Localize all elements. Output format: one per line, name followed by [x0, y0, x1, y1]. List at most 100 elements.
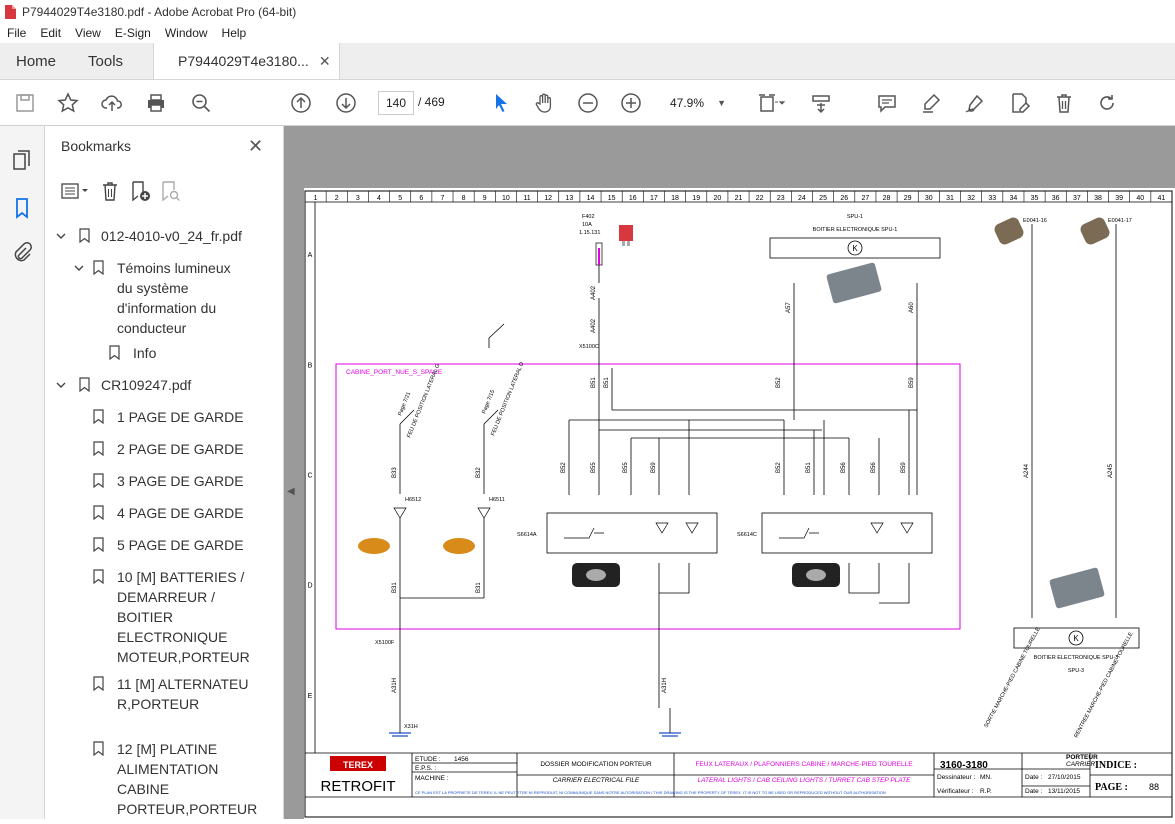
column-number: 12 — [544, 195, 552, 202]
next-page-icon[interactable] — [333, 90, 359, 116]
delete-bookmark-icon[interactable] — [99, 180, 121, 202]
column-number: 18 — [671, 195, 679, 202]
find-bookmark-icon[interactable] — [159, 180, 181, 202]
column-number: 10 — [502, 195, 510, 202]
chevron-down-icon: ▼ — [717, 98, 726, 108]
wire-label: A402 — [591, 318, 597, 333]
tab-bar: Home Tools P7944029T4e3180... ✕ — [0, 43, 1175, 80]
bookmark-options-icon[interactable] — [59, 180, 91, 202]
close-panel-icon[interactable]: ✕ — [248, 136, 264, 156]
column-number: 1 — [314, 195, 318, 202]
tab-document-label: P7944029T4e3180... — [178, 53, 309, 69]
sign-icon[interactable] — [962, 90, 988, 116]
bookmark-flag-icon — [93, 537, 104, 552]
spu3-module-box — [1013, 627, 1140, 649]
bookmarks-panel-icon[interactable] — [10, 196, 34, 220]
zoom-level-select[interactable]: 47.9% ▼ — [662, 91, 732, 115]
column-number: 16 — [629, 195, 637, 202]
column-number: 6 — [419, 195, 423, 202]
new-bookmark-icon[interactable] — [129, 180, 151, 202]
pdf-file-icon — [5, 4, 16, 19]
star-bookmark-icon[interactable] — [55, 90, 81, 116]
menu-help[interactable]: Help — [221, 26, 247, 40]
column-number: 9 — [483, 195, 487, 202]
wire-label: B52 — [776, 462, 782, 473]
menu-view[interactable]: View — [75, 26, 101, 40]
save-icon[interactable] — [12, 90, 38, 116]
close-tab-icon[interactable]: ✕ — [318, 52, 331, 69]
bookmark-label: Témoins lumineux du système d'informatio… — [117, 260, 231, 336]
bookmark-flag-icon — [93, 741, 104, 756]
wire-label: B33 — [392, 467, 398, 478]
column-number: 7 — [440, 195, 444, 202]
switch-block-s6614c — [761, 512, 933, 554]
lamp-h6512-label: H6512 — [405, 497, 421, 503]
lamp-right-title: FEU DE POSITION LATERAL D — [490, 361, 525, 436]
column-number: 15 — [608, 195, 616, 202]
page-thumbnails-icon[interactable] — [10, 148, 34, 172]
column-number: 33 — [988, 195, 996, 202]
previous-page-icon[interactable] — [288, 90, 314, 116]
menu-edit[interactable]: Edit — [40, 26, 62, 40]
wire-label: A245 — [1108, 463, 1114, 478]
select-cursor-icon[interactable] — [488, 90, 514, 116]
tab-home[interactable]: Home — [16, 52, 57, 70]
chevron-down-icon[interactable] — [73, 262, 85, 274]
switch-s6614c-label: S6614C — [737, 532, 757, 538]
scroll-mode-icon[interactable] — [808, 90, 834, 116]
menu-file[interactable]: File — [7, 26, 27, 40]
fuse-ref: 1.15.131 — [579, 230, 600, 236]
page-fit-icon[interactable] — [755, 90, 781, 116]
chevron-down-icon[interactable] — [55, 230, 67, 242]
ceiling-light-image — [572, 563, 840, 587]
bookmark-flag-icon — [93, 569, 104, 584]
hand-pan-icon[interactable] — [531, 90, 557, 116]
delete-trash-icon[interactable] — [1051, 90, 1077, 116]
comment-icon[interactable] — [874, 90, 900, 116]
wire-label: B32 — [476, 467, 482, 478]
menu-esign[interactable]: E-Sign — [114, 26, 151, 40]
rotate-redo-icon[interactable] — [1094, 90, 1120, 116]
tab-document[interactable]: P7944029T4e3180... ✕ — [153, 43, 340, 79]
date-created: 27/10/2015 — [1048, 774, 1081, 781]
upload-share-icon[interactable] — [99, 90, 125, 116]
row-letter: A — [308, 252, 313, 259]
bookmark-flag-icon — [79, 377, 90, 392]
print-icon[interactable] — [143, 90, 169, 116]
row-letter: C — [307, 473, 312, 480]
tab-tools[interactable]: Tools — [88, 52, 124, 70]
menu-window[interactable]: Window — [164, 26, 208, 40]
chevron-down-icon[interactable] — [55, 379, 67, 391]
zoom-out-icon[interactable] — [575, 90, 601, 116]
ground-symbols — [389, 732, 681, 737]
wire-label: B59 — [901, 462, 907, 473]
brand-logo-text: TEREX — [343, 760, 373, 770]
column-number: 34 — [1010, 195, 1018, 202]
wire-label: B51 — [806, 462, 812, 473]
highlight-pen-icon[interactable] — [918, 90, 944, 116]
column-number: 35 — [1031, 195, 1039, 202]
wire-label: A31H — [392, 678, 398, 693]
verificateur-label: Vérificateur : — [937, 788, 974, 795]
wire-label: B52 — [776, 377, 782, 388]
page-fit-dropdown-icon[interactable] — [776, 90, 788, 116]
attachments-paperclip-icon[interactable] — [10, 240, 34, 264]
window-title: P7944029T4e3180.pdf - Adobe Acrobat Pro … — [22, 4, 297, 19]
zoom-search-icon[interactable] — [188, 90, 214, 116]
connector-f-label: X5100F — [375, 640, 395, 646]
page-number-input[interactable]: 140 — [378, 91, 414, 115]
collapse-panel-icon[interactable]: ◀ — [287, 486, 295, 497]
column-number: 26 — [840, 195, 848, 202]
zoom-in-icon[interactable] — [618, 90, 644, 116]
main-toolbar: 140 / 469 47.9% ▼ — [0, 80, 1175, 126]
column-number: 25 — [819, 195, 827, 202]
step-out-label: SORTIE MARCHE-PIED CABINE TOURELLE — [983, 626, 1041, 729]
bookmark-flag-icon — [93, 409, 104, 424]
column-number: 31 — [946, 195, 954, 202]
verificateur-value: R.P. — [980, 788, 992, 795]
edit-pdf-icon[interactable] — [1007, 90, 1033, 116]
date-label: Date : — [1025, 774, 1043, 781]
column-number: 17 — [650, 195, 658, 202]
connector-label: X5100C — [579, 344, 599, 350]
